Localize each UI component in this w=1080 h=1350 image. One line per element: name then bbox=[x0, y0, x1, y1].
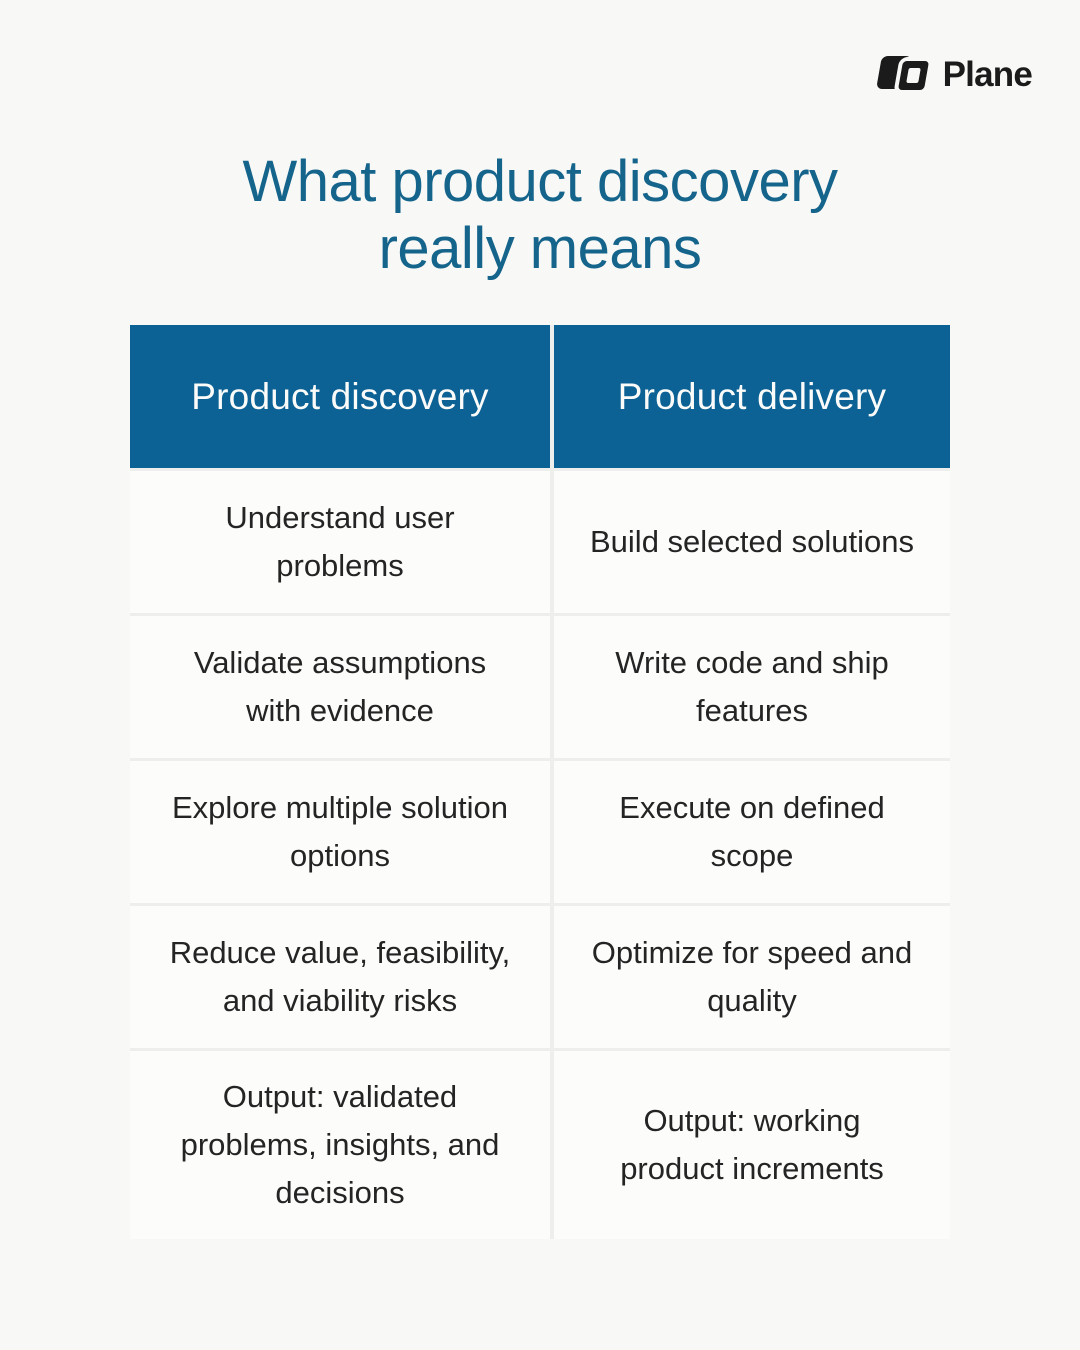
plane-logo-icon bbox=[875, 50, 933, 98]
delivery-cell-row2: Write code and ship features bbox=[554, 616, 950, 758]
comparison-table: Product discovery Product delivery Under… bbox=[130, 325, 950, 1239]
plane-logo-text: Plane bbox=[942, 54, 1033, 94]
delivery-cell-row3: Execute on defined scope bbox=[554, 761, 950, 903]
discovery-cell-row4: Reduce value, feasibility, and viability… bbox=[130, 906, 550, 1048]
page-title: What product discovery really means bbox=[242, 149, 838, 281]
delivery-cell-row1: Build selected solutions bbox=[554, 471, 950, 613]
discovery-cell-row3: Explore multiple solution options bbox=[130, 761, 550, 903]
discovery-cell-row5: Output: validated problems, insights, an… bbox=[130, 1051, 550, 1239]
delivery-cell-row4: Optimize for speed and quality bbox=[554, 906, 950, 1048]
discovery-cell-row1: Understand user problems bbox=[130, 471, 550, 613]
header-cell-product-delivery: Product delivery bbox=[554, 325, 950, 468]
discovery-cell-row2: Validate assumptions with evidence bbox=[130, 616, 550, 758]
header-cell-product-discovery: Product discovery bbox=[130, 325, 550, 468]
plane-logo: Plane bbox=[875, 50, 1033, 98]
delivery-cell-row5: Output: working product increments bbox=[554, 1051, 950, 1239]
